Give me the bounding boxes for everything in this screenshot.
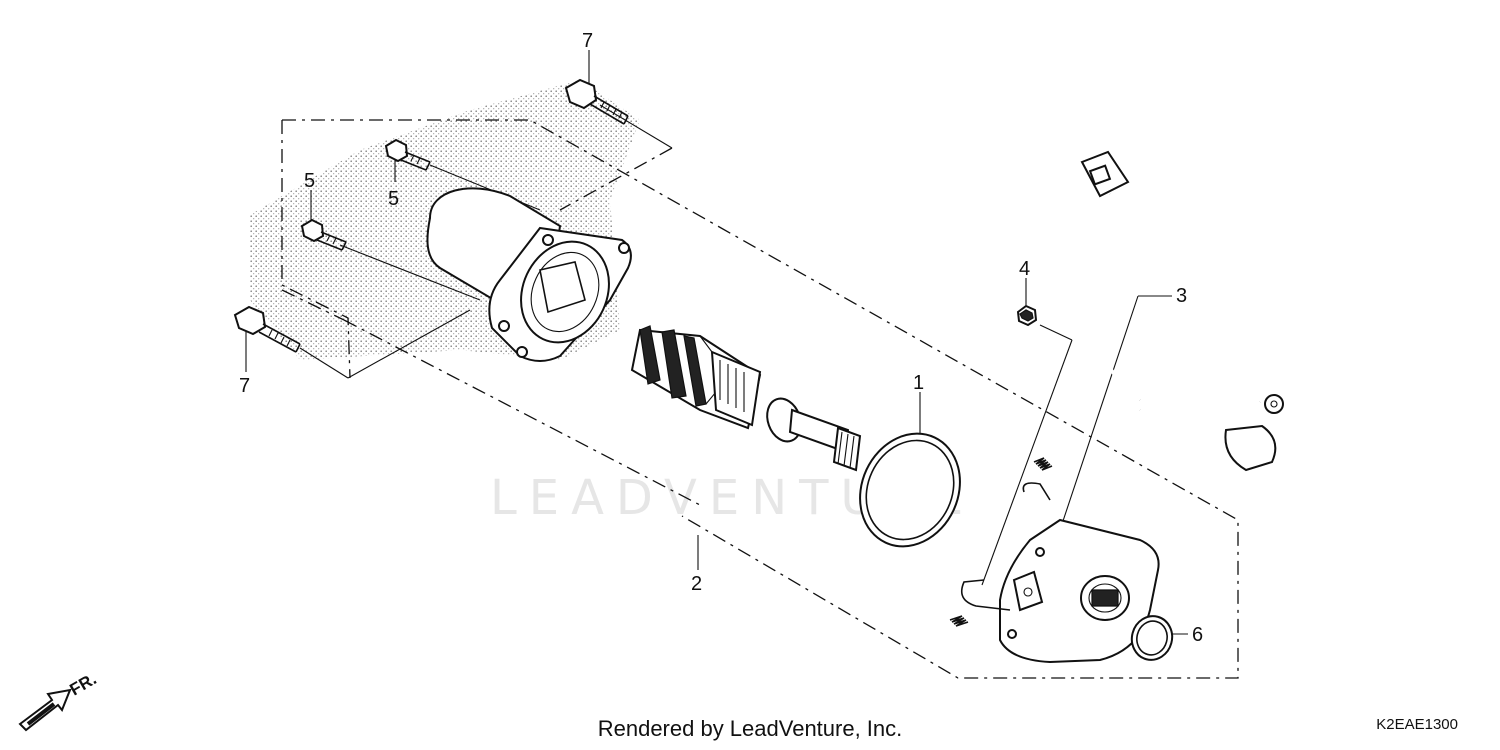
diagram-code: K2EAE1300 (1376, 716, 1458, 733)
brush-holder-end-cover (960, 482, 1160, 664)
render-credit: Rendered by LeadVenture, Inc. (597, 716, 903, 741)
front-direction-label: FR. (67, 669, 100, 699)
callout-1: 1 (913, 372, 924, 394)
callout-6: 6 (1192, 624, 1203, 646)
motor-housing (426, 187, 632, 362)
armature (630, 325, 862, 472)
brush-springs (949, 457, 1053, 627)
o-ring-1 (859, 432, 961, 548)
callout-3: 3 (1176, 285, 1187, 307)
callout-5-a: 5 (388, 188, 399, 210)
bolt-5-upper (384, 138, 431, 171)
o-ring-6 (1130, 615, 1174, 661)
bolt-7-left (233, 305, 301, 353)
assembly-outline (281, 119, 1239, 679)
callout-5-b: 5 (304, 170, 315, 192)
wire-harness-3 (1080, 150, 1284, 472)
bolt-5-lower (300, 218, 347, 251)
callout-2: 2 (691, 573, 702, 595)
callout-4: 4 (1019, 258, 1030, 280)
callout-labels: 7 5 5 7 4 3 1 2 6 (239, 30, 1203, 646)
leader-lines (245, 50, 1188, 635)
callout-7-left: 7 (239, 375, 250, 397)
callout-7-top: 7 (582, 30, 593, 52)
bolt-7-top (564, 78, 629, 125)
nut-4 (1016, 304, 1038, 327)
